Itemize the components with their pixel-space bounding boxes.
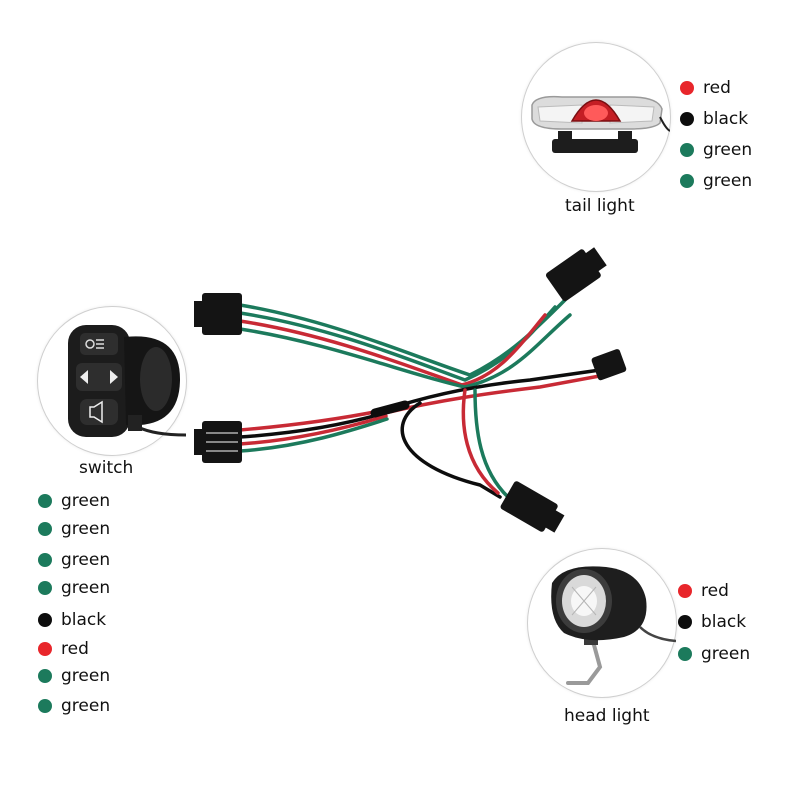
wire-color-dot: [678, 584, 692, 598]
legend-item: green: [38, 491, 110, 511]
wire-color-label: green: [61, 550, 111, 570]
wire-color-dot: [38, 699, 52, 713]
wire-color-label: green: [61, 666, 111, 686]
wire-color-label: green: [61, 578, 111, 598]
wire-color-label: green: [703, 140, 753, 160]
wire-color-dot: [680, 112, 694, 126]
wire-color-dot: [38, 669, 52, 683]
legend-item: green: [680, 171, 752, 191]
legend-item: red: [38, 639, 89, 659]
connector-middle-right: [591, 349, 627, 381]
wire-color-dot: [680, 143, 694, 157]
wire-color-label: black: [703, 109, 749, 129]
head-light-image: [527, 548, 677, 698]
legend-item: red: [678, 581, 729, 601]
wire-color-dot: [678, 647, 692, 661]
connector-upper-right: [545, 247, 607, 302]
tail-light-label: tail light: [565, 196, 635, 216]
tail-light-image: [521, 42, 671, 192]
wire-color-dot: [38, 553, 52, 567]
wire-color-label: green: [61, 519, 111, 539]
wiring-harness: [194, 247, 627, 533]
wire-color-label: red: [61, 639, 89, 659]
legend-item: green: [678, 644, 750, 664]
legend-item: green: [38, 696, 110, 716]
switch-image: [37, 306, 187, 456]
legend-item: black: [678, 612, 746, 632]
wire-color-dot: [38, 613, 52, 627]
wire-color-label: red: [703, 78, 731, 98]
wire-color-label: red: [701, 581, 729, 601]
head-light-label: head light: [564, 706, 650, 726]
wire-color-label: green: [703, 171, 753, 191]
wire-color-dot: [680, 81, 694, 95]
legend-item: black: [38, 610, 106, 630]
legend-item: green: [38, 578, 110, 598]
wire-color-dot: [680, 174, 694, 188]
wire-color-dot: [38, 494, 52, 508]
wire-color-dot: [38, 581, 52, 595]
switch-label: switch: [79, 458, 134, 478]
connector-lower-left: [194, 421, 242, 463]
harness-wires: [238, 298, 607, 499]
wire-color-label: black: [701, 612, 747, 632]
legend-item: green: [38, 550, 110, 570]
legend-item: black: [680, 109, 748, 129]
wire-color-label: green: [61, 696, 111, 716]
connector-upper-left: [194, 293, 242, 335]
wire-color-dot: [678, 615, 692, 629]
legend-item: green: [38, 519, 110, 539]
legend-item: red: [680, 78, 731, 98]
legend-item: green: [38, 666, 110, 686]
wire-color-label: black: [61, 610, 107, 630]
wire-color-label: green: [701, 644, 751, 664]
wire-color-dot: [38, 522, 52, 536]
wire-color-label: green: [61, 491, 111, 511]
legend-item: green: [680, 140, 752, 160]
connector-lower-right: [500, 481, 565, 533]
wire-color-dot: [38, 642, 52, 656]
